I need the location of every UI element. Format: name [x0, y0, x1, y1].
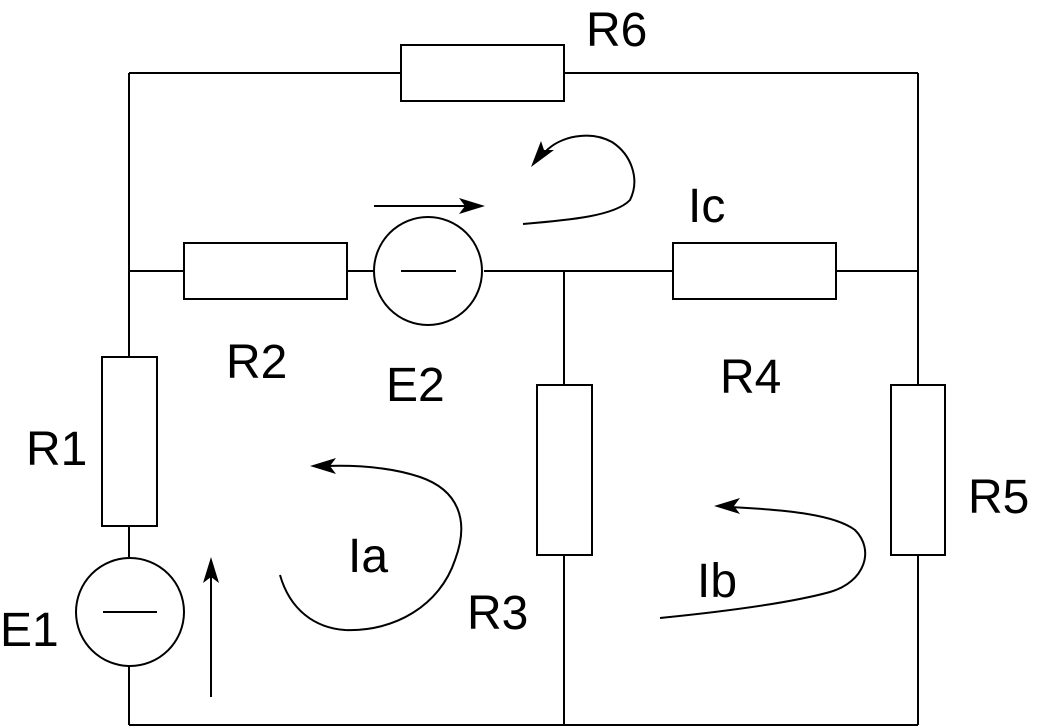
loop-ia-arc: [279, 464, 463, 632]
source-e2: E2: [373, 216, 483, 412]
resistor-r5-label: R5: [968, 471, 1029, 524]
loop-ia-arrowhead: [310, 458, 336, 474]
loop-ib-arrowhead: [714, 498, 740, 514]
source-e2-label: E2: [386, 359, 445, 412]
source-e1: E1: [0, 557, 185, 667]
wires: [128, 72, 919, 726]
e2-direction-arrow: [374, 198, 485, 214]
resistor-r1: R1: [26, 356, 158, 527]
resistor-r3-body: [536, 384, 593, 556]
resistor-r2: R2: [183, 242, 348, 389]
e1-arrowhead: [203, 557, 219, 583]
loop-ic-arc: [522, 134, 636, 225]
e1-direction-arrow: [203, 557, 219, 697]
resistor-r4: R4: [672, 242, 837, 404]
resistor-r3-label: R3: [467, 587, 528, 640]
resistor-r4-body: [672, 242, 837, 300]
loop-ic-label: Ic: [688, 180, 725, 233]
resistor-r5-body: [890, 384, 946, 556]
resistor-r2-body: [183, 242, 348, 300]
resistor-r6-label: R6: [586, 4, 647, 57]
loop-ic-arrowhead: [531, 141, 554, 167]
resistor-r4-label: R4: [720, 351, 781, 404]
loop-ia-label: Ia: [348, 530, 388, 583]
loop-current-ib: Ib: [659, 498, 867, 619]
resistor-r6: R6: [400, 4, 647, 102]
loop-ib-arc: [659, 506, 867, 619]
e2-arrowhead: [459, 198, 485, 214]
resistor-r2-label: R2: [226, 336, 287, 389]
resistor-r1-body: [101, 356, 158, 527]
resistor-r6-body: [400, 44, 565, 102]
source-e1-label: E1: [0, 604, 59, 657]
loop-current-ia: Ia: [279, 458, 463, 632]
resistor-r3: R3: [467, 384, 593, 640]
resistor-r5: R5: [890, 384, 1029, 556]
resistor-r1-label: R1: [26, 423, 87, 476]
loop-ib-label: Ib: [697, 555, 737, 608]
loop-current-ic: Ic: [522, 134, 725, 233]
